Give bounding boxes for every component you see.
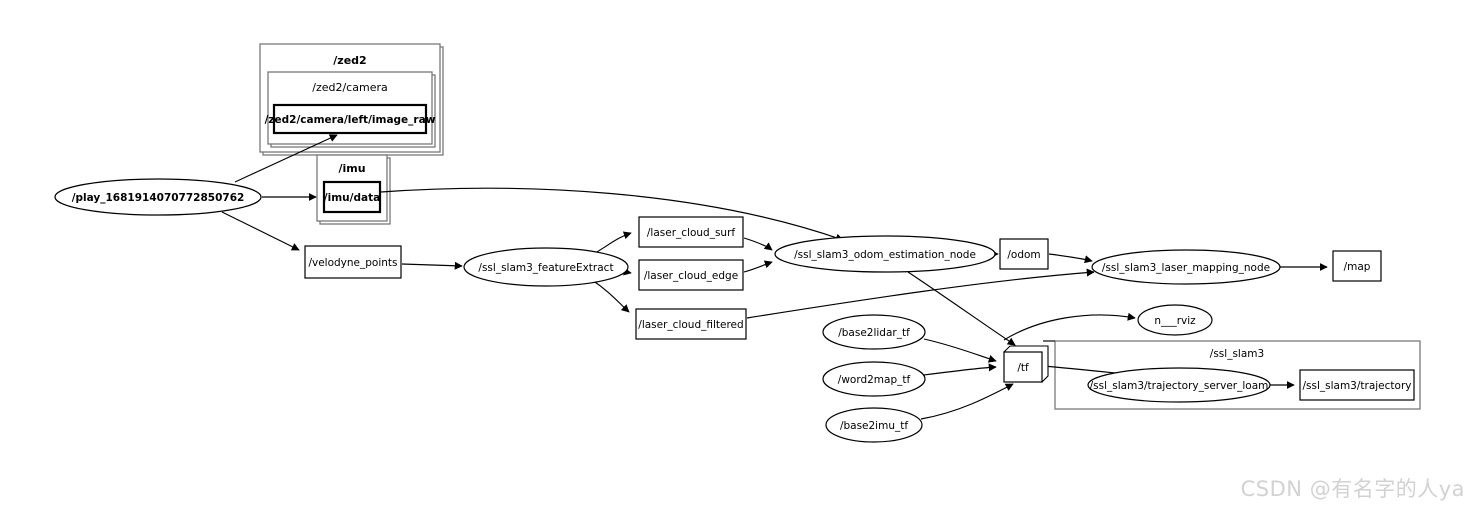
node-base2imu-tf[interactable]: /base2imu_tf [825, 407, 923, 443]
node-label-image-raw: /zed2/camera/left/image_raw [265, 114, 436, 126]
node-label-laser-cloud-edge: /laser_cloud_edge [644, 270, 738, 282]
node-laser-cloud-filtered[interactable]: /laser_cloud_filtered [635, 308, 747, 340]
edge-base2imu-tf-to-tf [920, 383, 1014, 420]
node-label-trajectory-server: /ssl_slam3/trajectory_server_loam [1090, 380, 1269, 392]
edge-odom-estimation-to-tf [907, 271, 1016, 346]
node-label-imu-data: /imu/data [324, 192, 380, 204]
node-odom-estimation[interactable]: /ssl_slam3_odom_estimation_node [774, 235, 996, 273]
node-feature-extract[interactable]: /ssl_slam3_featureExtract [463, 247, 629, 287]
node-label-tf: /tf [1017, 362, 1029, 374]
node-tf[interactable]: /tf [1003, 345, 1049, 383]
node-label-laser-mapping: /ssl_slam3_laser_mapping_node [1102, 262, 1270, 274]
edge-feature-extract-to-laser-cloud-edge [623, 267, 632, 276]
node-label-word2map-tf: /word2map_tf [838, 374, 911, 386]
node-label-map: /map [1344, 261, 1371, 273]
edge-tf-to-rviz [1003, 312, 1136, 341]
node-label-laser-cloud-surf: /laser_cloud_surf [647, 227, 736, 239]
edge-laser-cloud-surf-to-odom-estimation [743, 237, 773, 251]
node-base2lidar-tf[interactable]: /base2lidar_tf [822, 314, 926, 350]
csdn-watermark: CSDN @有名字的人ya [1240, 477, 1465, 501]
edge-feature-extract-to-laser-cloud-filtered [591, 279, 630, 313]
cluster-label-imu: /imu [338, 162, 365, 175]
edge-group [221, 134, 1328, 420]
node-label-rviz: n___rviz [1154, 315, 1196, 327]
edge-word2map-tf-to-tf [923, 363, 997, 376]
node-label-odom-estimation: /ssl_slam3_odom_estimation_node [794, 249, 976, 261]
edge-base2lidar-tf-to-tf [923, 338, 997, 363]
node-laser-cloud-edge[interactable]: /laser_cloud_edge [638, 259, 744, 291]
edge-play-to-image-raw [234, 134, 338, 183]
edge-imu-data-to-odom-estimation [380, 187, 844, 242]
node-label-play: /play_1681914070772850762 [72, 192, 245, 204]
cluster-label-zed2: /zed2 [333, 54, 366, 67]
node-label-base2imu-tf: /base2imu_tf [840, 420, 908, 432]
node-label-laser-cloud-filtered: /laser_cloud_filtered [638, 319, 743, 331]
edge-laser-cloud-filtered-to-laser-mapping [746, 268, 1095, 319]
node-word2map-tf[interactable]: /word2map_tf [822, 361, 926, 397]
edge-odom-to-laser-mapping [1048, 253, 1093, 264]
node-label-feature-extract: /ssl_slam3_featureExtract [478, 262, 613, 274]
node-play[interactable]: /play_1681914070772850762 [54, 178, 262, 216]
node-label-velodyne-points: /velodyne_points [308, 257, 397, 269]
node-trajectory[interactable]: /ssl_slam3/trajectory [1299, 369, 1415, 401]
edge-laser-cloud-edge-to-odom-estimation [743, 260, 773, 273]
node-label-trajectory: /ssl_slam3/trajectory [1302, 380, 1411, 392]
node-laser-mapping[interactable]: /ssl_slam3_laser_mapping_node [1091, 249, 1281, 285]
edge-play-to-velodyne-points [221, 211, 300, 251]
node-trajectory-server[interactable]: /ssl_slam3/trajectory_server_loam [1087, 367, 1271, 403]
cluster-label-zed2-camera: /zed2/camera [312, 81, 387, 94]
node-label-odom: /odom [1007, 249, 1040, 261]
cluster-label-ssl-slam3: /ssl_slam3 [1210, 348, 1264, 360]
node-odom[interactable]: /odom [999, 238, 1049, 270]
edge-velodyne-to-feature-extract [401, 261, 463, 270]
node-image-raw[interactable]: /zed2/camera/left/image_raw [265, 103, 436, 135]
node-rviz[interactable]: n___rviz [1137, 304, 1213, 336]
node-map[interactable]: /map [1332, 250, 1382, 282]
node-imu-data[interactable]: /imu/data [322, 180, 382, 214]
node-label-base2lidar-tf: /base2lidar_tf [838, 327, 910, 339]
node-laser-cloud-surf[interactable]: /laser_cloud_surf [638, 216, 744, 248]
node-velodyne-points[interactable]: /velodyne_points [304, 245, 402, 279]
